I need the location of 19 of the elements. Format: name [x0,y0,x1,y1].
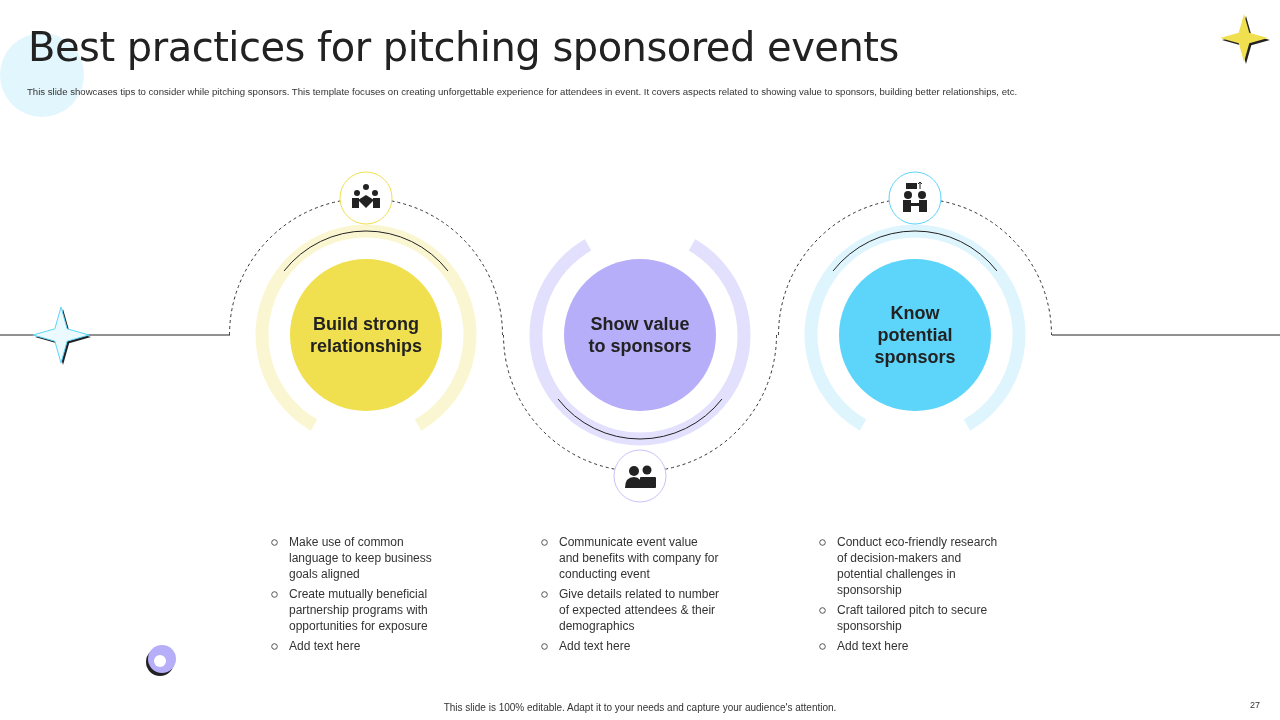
bullet-text: Communicate event value and benefits with company for conducting event [540,534,720,582]
slide-title: Best practices for pitching sponsored events [28,24,899,70]
page-number: 27 [1250,700,1260,710]
bullet-text: Craft tailored pitch to secure sponsorship [818,602,998,634]
circle-node [290,259,442,411]
bullet-text: Give details related to number of expected attendees & their demographics [540,586,720,634]
node-label: Know potential sponsors [873,302,957,368]
bullet-text: Add text here [818,638,998,654]
bullet-text: Add text here [270,638,450,654]
footer-note: This slide is 100% editable. Adapt it to your needs and capture your audience's attention. [443,702,837,713]
bullet-text: Conduct eco-friendly research of decision-makers and potential challenges in sponsorship [818,534,998,598]
node-label: Build strong relationships [309,313,423,357]
bullet-text: Create mutually beneficial partnership programs with opportunities for exposure [270,586,450,634]
bullet-text: Add text here [540,638,720,654]
node-label: Show value to sponsors [587,313,693,357]
circle-node [564,259,716,411]
bullet-text: Make use of common language to keep business goals aligned [270,534,450,582]
subtitle: This slide showcases tips to consider while pitching sponsors. This template focuses on creating unforgettable experience for attendees in event. It covers aspects related to showing value to sponsors, building better relationships, etc. [27,86,1018,97]
circle-node [839,259,991,411]
